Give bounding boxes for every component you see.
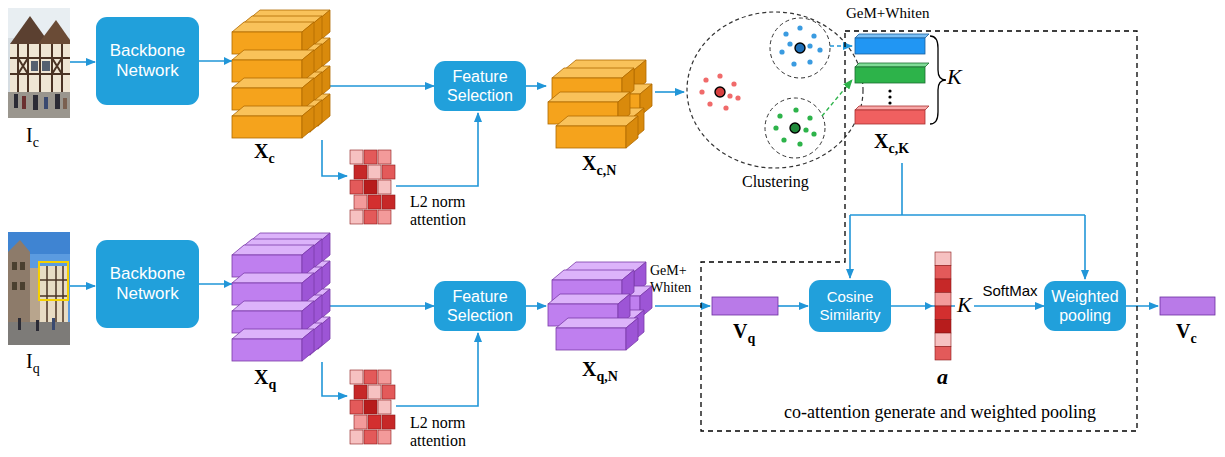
math-subscript: c,K [888,141,909,156]
box-label: Cosine Similarity [815,288,885,324]
query-photo-top [8,8,70,118]
box-label: Feature Selection [440,67,520,105]
attention-vector [925,252,951,360]
math-subscript: q [268,377,276,392]
selected-tensor-bottom [548,262,652,350]
math-label: Xq [254,366,276,393]
flow-arrows [70,62,1158,406]
annotation-text: Clustering [742,173,809,190]
math-label: GeM+ Whiten [650,263,700,297]
feature-tensor-top [224,10,330,138]
process-box: Backbone Network [96,17,199,105]
math-label: Clustering [742,173,809,191]
region-caption: co-attention generate and weighted pooli… [740,402,1140,423]
clustering-figure [687,12,863,168]
math-label: GeM+Whiten [846,5,929,22]
dashed-region: co-attention generate and weighted pooli… [700,30,1138,432]
annotation-text: GeM+Whiten [846,5,929,21]
box-label: Backbone Network [102,264,193,305]
math-label: Ic [26,124,39,151]
math-symbol: I [26,350,33,372]
math-symbol: X [874,130,888,152]
math-subscript: q,N [596,369,617,384]
math-subscript: c [33,135,39,150]
math-symbol: X [582,152,596,174]
math-label: K [947,64,962,89]
annotation-text: L2 norm attention [410,414,466,449]
math-label: a [937,364,948,389]
math-label: L2 norm attention [410,193,492,230]
box-label: Weighted pooling [1050,287,1120,325]
cluster-vectors [855,34,946,124]
annotation-text: L2 norm attention [410,193,466,228]
math-subscript: c [1190,331,1196,346]
math-label: Iq [26,350,40,377]
math-symbol: X [254,366,268,388]
selected-tensor-top [548,60,652,148]
process-box: Weighted pooling [1044,281,1126,331]
math-label: Vq [733,320,755,347]
math-symbol: K [947,64,962,89]
process-box: Backbone Network [96,240,199,328]
math-symbol: V [733,320,747,342]
math-label: Xc [254,140,275,167]
math-symbol: I [26,124,33,146]
region-outline [700,30,1138,432]
math-subscript: c [268,151,274,166]
math-label: Vc [1176,320,1197,347]
box-label: Feature Selection [440,287,520,325]
math-symbol: X [254,140,268,162]
math-label: L2 norm attention [410,414,492,451]
process-box: Feature Selection [434,61,526,111]
math-label: K [955,292,974,317]
process-box: Cosine Similarity [809,280,891,332]
math-subscript: q [747,331,755,346]
math-symbol: a [937,364,948,389]
feature-tensor-bottom [224,233,330,361]
dashed-border [701,31,1137,431]
math-subscript: c,N [596,163,616,178]
math-label: Xq,N [582,358,618,385]
math-label: Xc,N [582,152,616,179]
math-subscript: q [33,361,40,376]
math-symbol: X [582,358,596,380]
math-symbol: K [955,292,974,317]
edge-label: SoftMax [981,282,1040,299]
math-symbol: V [1176,320,1190,342]
box-label: Backbone Network [102,41,193,82]
math-label: Xc,K [874,130,909,157]
annotation-text: GeM+ Whiten [650,263,691,295]
query-photo-bottom [8,232,70,345]
process-box: Feature Selection [434,281,526,331]
attention-map [350,150,395,444]
